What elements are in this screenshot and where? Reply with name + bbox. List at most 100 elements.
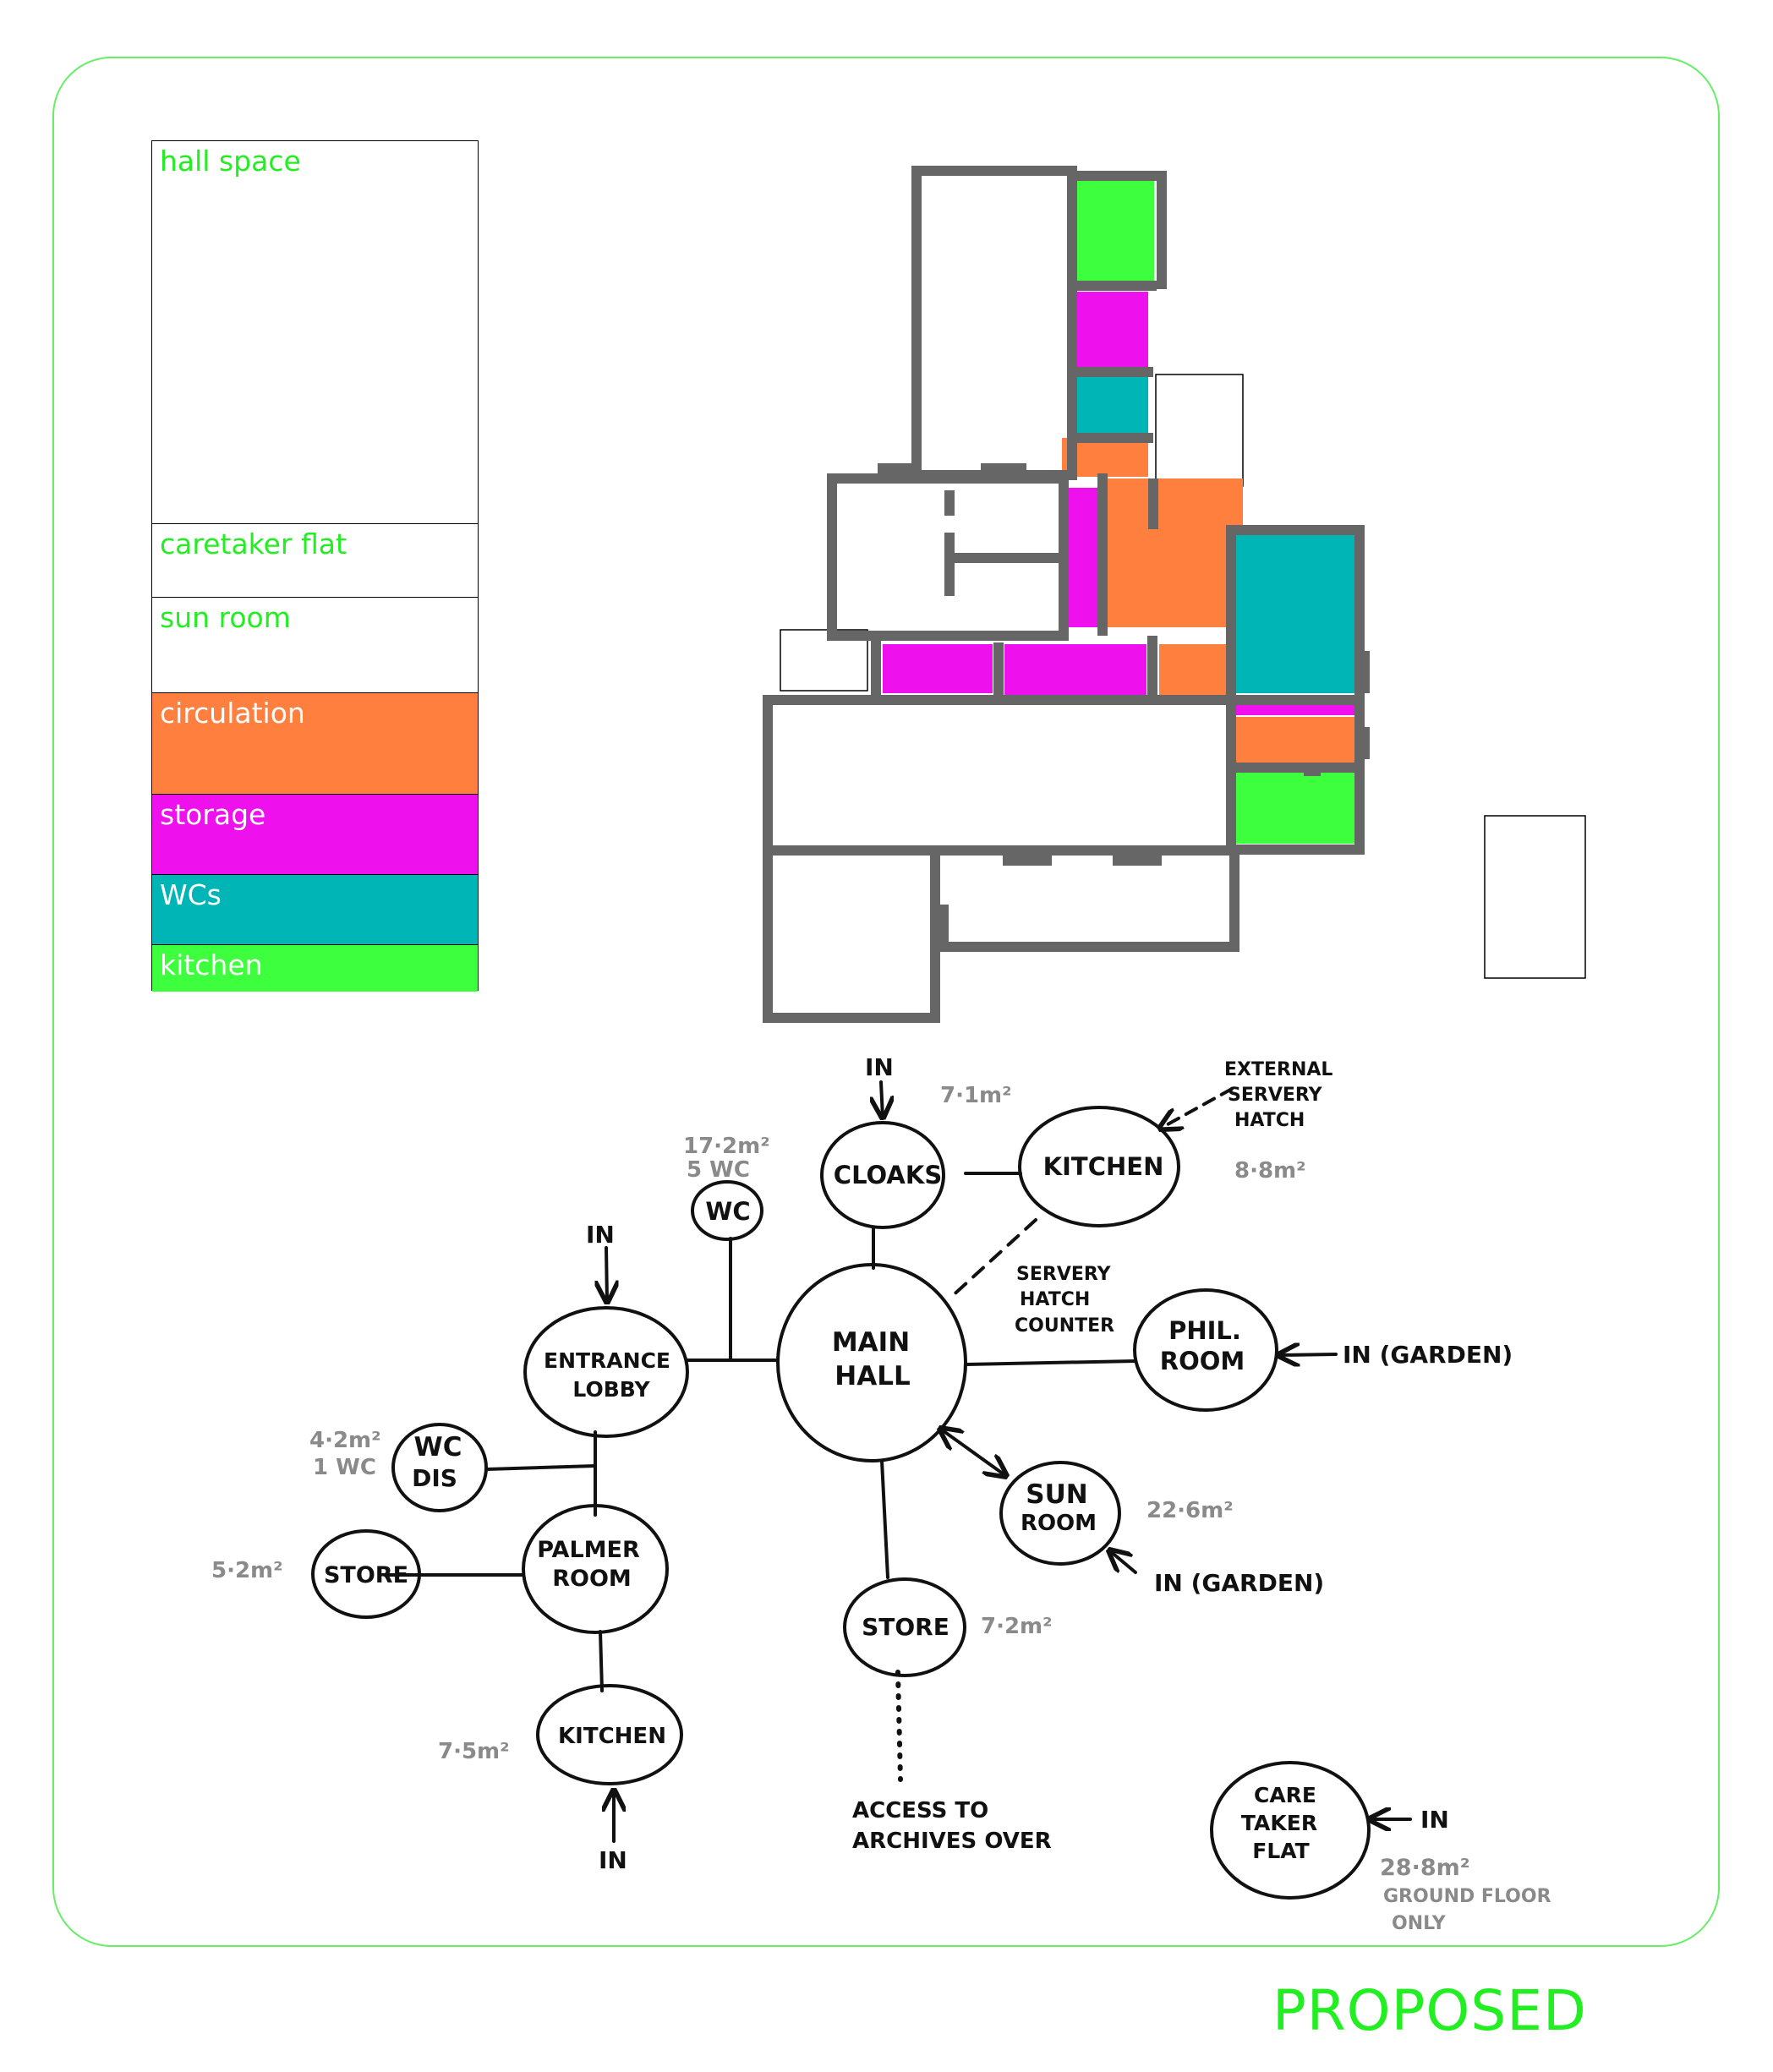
floor-plan: [763, 166, 1586, 1023]
bubble-entrance-lobby: [523, 1306, 689, 1438]
wcdis-area-2: 1 WC: [313, 1455, 376, 1480]
wc-area: [1236, 535, 1354, 693]
bubble-main-hall: [776, 1263, 967, 1462]
circulation-area: [1236, 717, 1354, 764]
legend-kitchen: kitchen: [152, 945, 478, 992]
legend-label: kitchen: [160, 949, 263, 981]
phil-label-1: PHIL.: [1168, 1316, 1241, 1345]
archives-2: ARCHIVES OVER: [852, 1829, 1052, 1854]
circulation-area: [1104, 478, 1243, 627]
kitchen-bottom-area: 7·5m²: [438, 1739, 510, 1764]
pier: [981, 463, 1026, 478]
bubble-caretaker-flat: [1210, 1761, 1371, 1900]
phil-label-2: ROOM: [1160, 1347, 1245, 1375]
proposed-title: PROPOSED: [1272, 1978, 1587, 2043]
sun-area: 22·6m²: [1146, 1498, 1234, 1523]
dashed-external-hatch: [1160, 1087, 1234, 1129]
wall-southeast-room: [930, 850, 1239, 952]
servery-counter-1: SERVERY: [1016, 1264, 1112, 1285]
shed-outline: [1484, 815, 1586, 979]
store-mid-area: 7·2m²: [981, 1614, 1053, 1639]
legend-storage: storage: [152, 795, 478, 875]
wc-top-area-1: 17·2m²: [683, 1134, 770, 1159]
arrow-in-cloaks: [881, 1080, 883, 1118]
bubble-wc-dis: [391, 1423, 488, 1512]
external-hatch-1: EXTERNAL: [1224, 1059, 1332, 1080]
wall-middle-block: [827, 473, 1069, 641]
bubble-store-mid: [843, 1577, 966, 1677]
wcdis-label-1: WC: [414, 1432, 462, 1462]
kitchen-area: [1074, 178, 1154, 281]
bubble-kitchen-top: [1018, 1106, 1180, 1227]
kitchen-top-area: 8·8m²: [1234, 1158, 1306, 1184]
in-kitchen: IN: [599, 1846, 627, 1874]
external-hatch-2: SERVERY: [1228, 1085, 1323, 1106]
pier: [1304, 764, 1321, 776]
color-legend: hall space caretaker flat sun room circu…: [151, 140, 479, 992]
bubble-wc-top: [691, 1180, 763, 1241]
pier: [1354, 651, 1370, 693]
kitchen-bottom-label: KITCHEN: [558, 1724, 666, 1749]
legend-label: circulation: [160, 697, 305, 730]
storage-area: [1074, 292, 1148, 368]
sun-label-1: SUN: [1026, 1479, 1087, 1510]
store-left-area: 5·2m²: [211, 1558, 283, 1583]
pier: [935, 905, 949, 947]
dotted-archives: [895, 1670, 903, 1782]
link-wcdis-palmer: [485, 1464, 597, 1471]
caretaker-area-3: ONLY: [1392, 1913, 1447, 1934]
wc-top-area-2: 5 WC: [687, 1157, 750, 1183]
in-caretaker: IN: [1420, 1806, 1449, 1834]
legend-label: hall space: [160, 145, 301, 178]
arrow-in-lobby: [606, 1246, 607, 1302]
kitchen-top-label: KITCHEN: [1043, 1152, 1164, 1181]
archives-1: ACCESS TO: [852, 1798, 988, 1823]
main-hall-label-1: MAIN: [832, 1327, 910, 1358]
walls: [763, 166, 1365, 1023]
kitchen-area: [1226, 771, 1354, 844]
storage-area: [1067, 488, 1101, 627]
wall-piers: [878, 463, 1370, 947]
in-cloaks: IN: [865, 1053, 894, 1081]
caretaker-area-2: GROUND FLOOR: [1383, 1886, 1551, 1907]
lobby-label-2: LOBBY: [572, 1377, 650, 1402]
caretaker-label-2: TAKER: [1241, 1811, 1317, 1835]
legend-circulation: circulation: [152, 693, 478, 795]
cloaks-area: 7·1m²: [940, 1083, 1012, 1108]
lobby-label-1: ENTRANCE: [544, 1348, 670, 1373]
legend-wcs: WCs: [152, 875, 478, 945]
legend-hall-space: hall space: [152, 141, 478, 524]
legend-label: sun room: [160, 601, 291, 634]
in-sun: IN (GARDEN): [1154, 1569, 1324, 1597]
link-hall-sun: [940, 1429, 1006, 1476]
drawing-frame: [52, 57, 1720, 1947]
bubble-phil-room: [1133, 1288, 1278, 1412]
dashed-servery-hatch: [947, 1218, 1037, 1301]
wall-kitchen-annex: [1072, 171, 1167, 289]
annex-outline: [780, 629, 868, 692]
wc-area: [1074, 372, 1148, 435]
store-left-label: STORE: [324, 1562, 408, 1588]
storage-area: [1004, 644, 1146, 697]
in-lobby: IN: [586, 1221, 615, 1249]
legend-sun-room: sun room: [152, 598, 478, 693]
external-hatch-3: HATCH: [1234, 1110, 1305, 1131]
legend-caretaker-flat: caretaker flat: [152, 524, 478, 598]
link-hall-phil: [964, 1359, 1137, 1366]
pier: [878, 463, 917, 478]
bubble-cloaks: [820, 1121, 945, 1229]
bubble-store-left: [311, 1529, 421, 1619]
palmer-label-1: PALMER: [537, 1537, 640, 1563]
servery-counter-3: COUNTER: [1015, 1315, 1114, 1337]
legend-label: WCs: [160, 878, 222, 911]
wcdis-area-1: 4·2m²: [309, 1428, 381, 1453]
palmer-label-2: ROOM: [552, 1566, 632, 1592]
arrow-in-sun: [1109, 1550, 1137, 1574]
storage-area: [883, 644, 993, 693]
legend-label: storage: [160, 798, 266, 831]
store-mid-label: STORE: [862, 1613, 949, 1641]
in-phil: IN (GARDEN): [1343, 1341, 1513, 1369]
bubble-kitchen-bottom: [536, 1684, 683, 1785]
legend-label: caretaker flat: [160, 528, 347, 560]
